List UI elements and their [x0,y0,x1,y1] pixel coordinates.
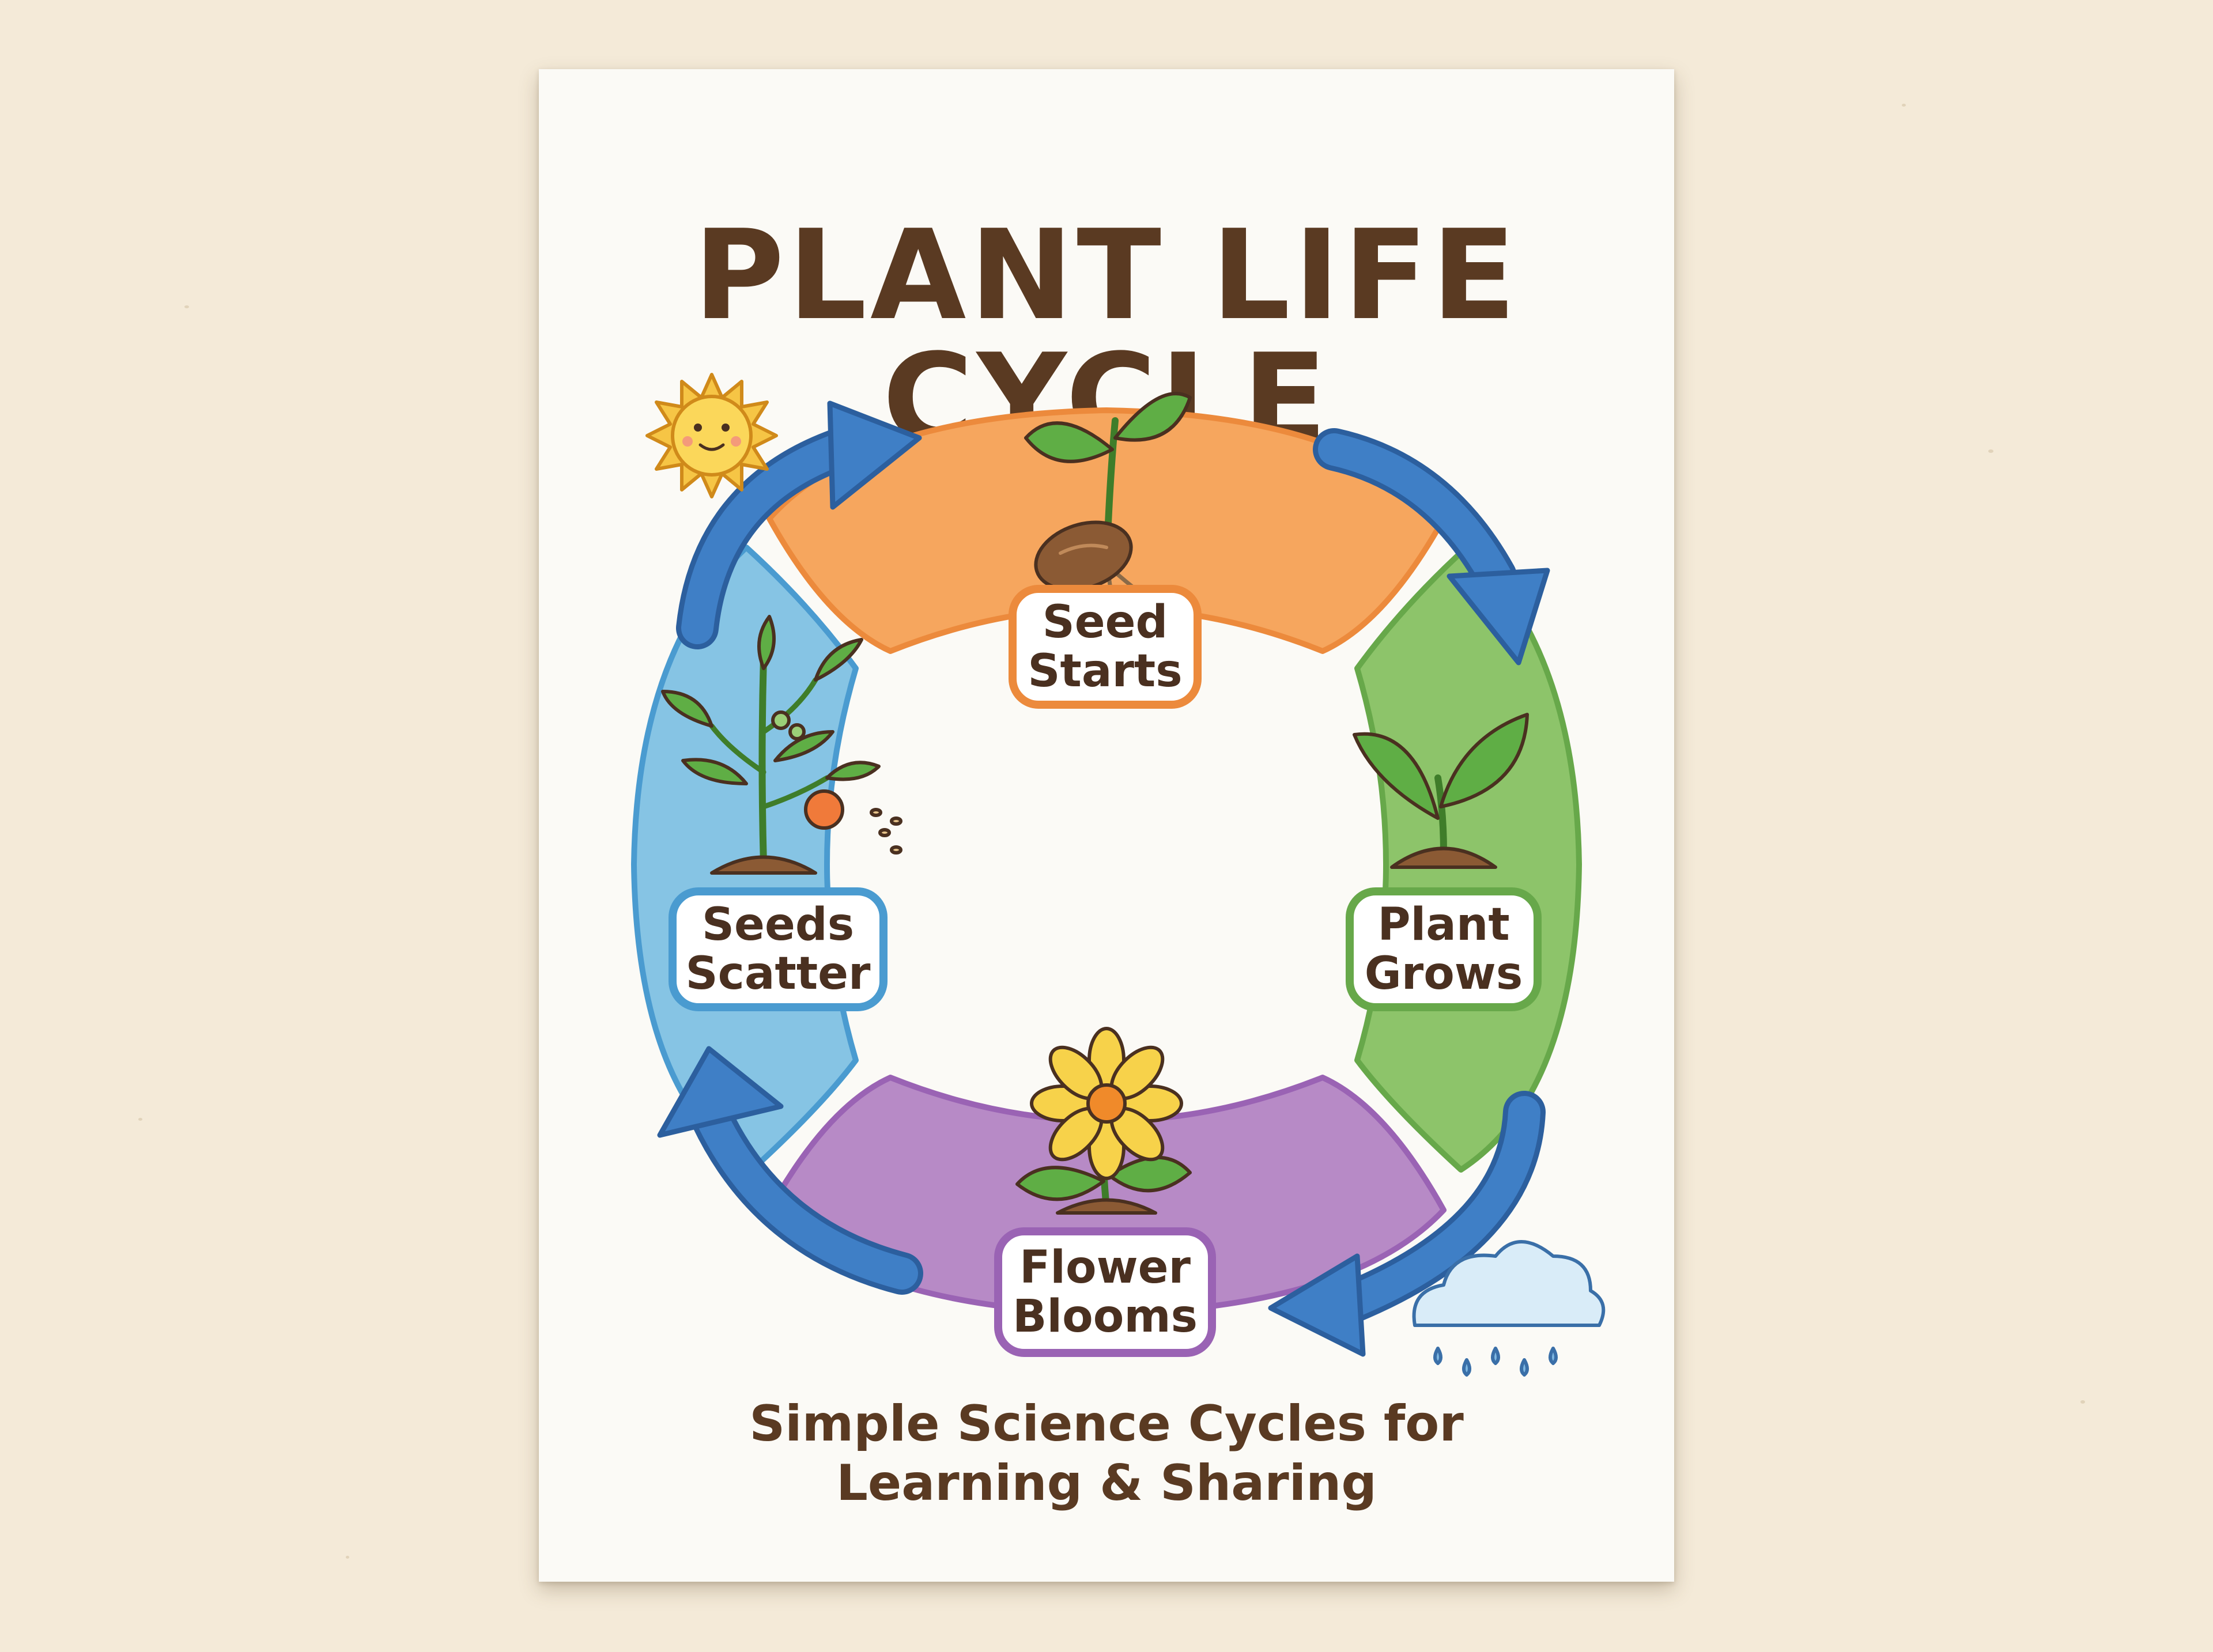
cycle-arrow-bottom-left [657,1046,923,1295]
background-speck [184,305,189,308]
poster-title: PLANT LIFE CYCLE [693,203,1520,471]
footer-line: Learning & Sharing [836,1454,1377,1513]
footer-line: Simple Science Cycles for [749,1395,1464,1453]
fruiting-plant-icon [661,615,902,875]
poster-card: PLANT LIFE CYCLE [539,69,1674,1582]
background-speck [2080,1400,2085,1404]
stage-label-line: Starts [1028,645,1183,697]
sun-icon [645,373,778,498]
stage-label-flower-blooms: Flower Blooms [994,1227,1216,1357]
flower-icon [1015,1027,1192,1215]
life-cycle-diagram [631,373,1606,1377]
sprouting-seed-icon [1024,392,1192,642]
stage-label-line: Seeds [701,899,855,951]
stage-label-line: Seed [1042,596,1168,649]
background-speck [346,1556,349,1559]
rain-cloud-icon [1412,1240,1606,1377]
stage-label-seed-starts: Seed Starts [1009,585,1202,709]
stage-label-line: Scatter [685,947,871,1000]
seedling-icon [1353,713,1529,869]
cycle-arrow-top-right [1313,428,1550,666]
cycle-arrow-top-left [676,400,922,649]
cycle-arrow-bottom-right [1268,1091,1546,1357]
stage-label-seeds-scatter: Seeds Scatter [669,887,888,1011]
poster-footer: Simple Science Cycles for Learning & Sha… [539,1394,1674,1513]
stage-label-plant-grows: Plant Grows [1346,887,1542,1011]
stage-label-line: Grows [1364,947,1523,1000]
background-speck [138,1118,142,1121]
background-speck [1902,104,1906,107]
stage-label-line: Plant [1377,899,1510,951]
background-speck [1988,449,1993,453]
stage-label-line: Flower [1019,1242,1191,1294]
stage-label-line: Blooms [1012,1290,1198,1343]
